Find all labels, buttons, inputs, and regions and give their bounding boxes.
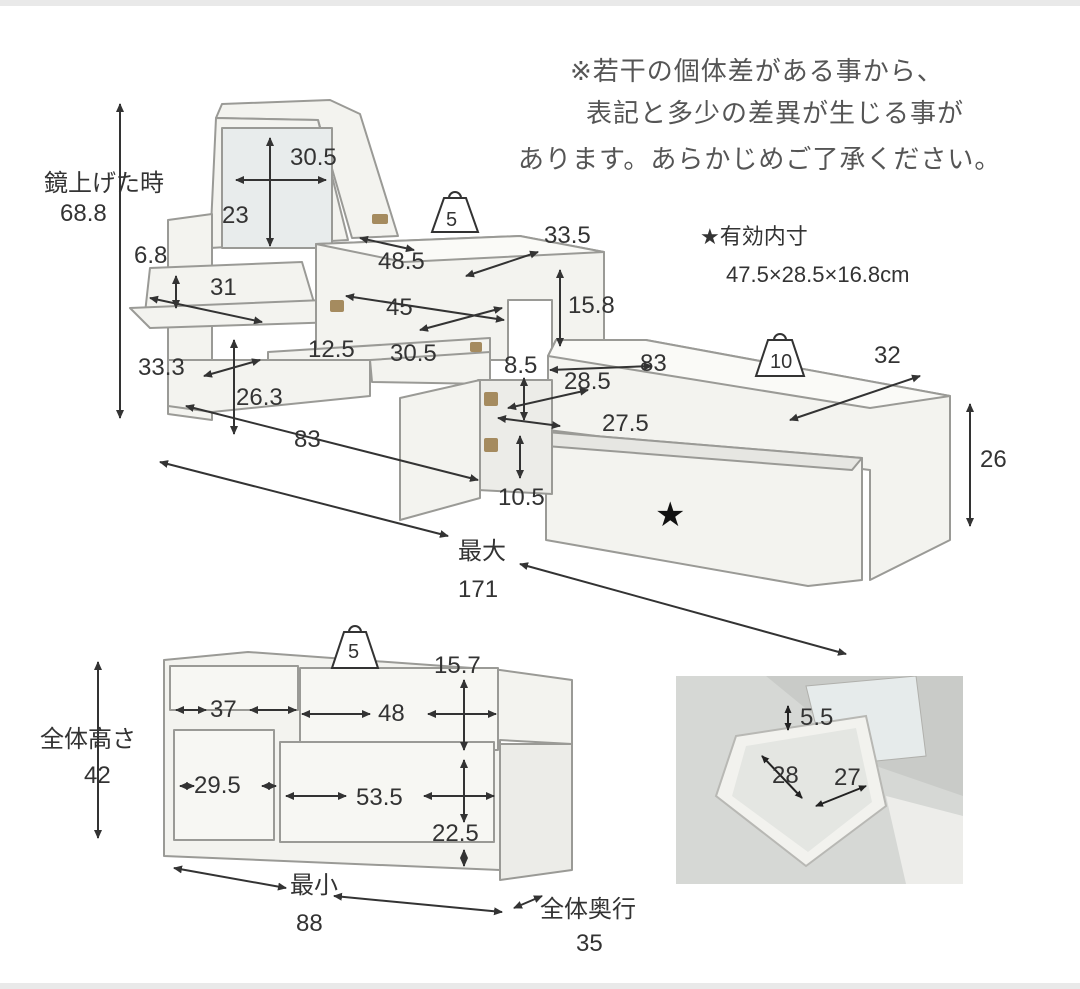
dim-10-5: 10.5 <box>498 484 545 511</box>
overall-height-label: 全体高さ <box>40 726 136 753</box>
max-length-label: 最大 <box>458 538 506 565</box>
note-line-1: ※若干の個体差がある事から、 <box>570 56 944 86</box>
bottom-border <box>0 983 1080 989</box>
dim-28-5: 28.5 <box>564 368 611 395</box>
dim-15-7: 15.7 <box>434 652 481 679</box>
dim-mirror-width: 30.5 <box>290 144 337 171</box>
min-length-value: 88 <box>296 910 323 937</box>
overall-height-value: 42 <box>84 762 111 789</box>
star-spec-size: 47.5×28.5×16.8cm <box>726 262 910 287</box>
dim-83a: 83 <box>294 426 321 453</box>
dim-33-3: 33.3 <box>138 354 185 381</box>
load-right-value: 10 <box>770 351 793 373</box>
mirror-up-label: 鏡上げた時 <box>44 170 164 197</box>
dim-48-5: 48.5 <box>378 248 425 275</box>
drawer-inset-photo: 5.5 28 27 <box>676 676 963 884</box>
bottom-load-value: 5 <box>348 641 360 663</box>
dim-83b: 83 <box>640 350 667 377</box>
note-line-2: 表記と多少の差異が生じる事が <box>586 98 965 128</box>
dim-mirror-height: 23 <box>222 202 249 229</box>
dim-27: 27 <box>834 764 861 791</box>
load-badge-group <box>330 191 806 669</box>
load-badge-bottom <box>330 631 380 669</box>
dim-22-5: 22.5 <box>432 820 479 847</box>
dim-48: 48 <box>378 700 405 727</box>
top-border <box>0 0 1080 6</box>
dim-26: 26 <box>980 446 1007 473</box>
star-icon: ★ <box>655 496 686 534</box>
mirror-up-value: 68.8 <box>60 200 107 227</box>
note-line-3: あります。あらかじめご了承ください。 <box>518 144 1002 174</box>
dim-8-5: 8.5 <box>504 352 538 379</box>
dim-29-5: 29.5 <box>194 772 241 799</box>
dim-32: 32 <box>874 342 901 369</box>
mirror-glass <box>221 127 333 249</box>
load-left-value: 5 <box>446 209 458 231</box>
overall-depth-value: 35 <box>576 930 603 957</box>
dim-28: 28 <box>772 762 799 789</box>
open-door <box>399 379 481 521</box>
dim-45: 45 <box>386 294 413 321</box>
load-badge-left <box>430 197 480 233</box>
dim-15-8: 15.8 <box>568 292 615 319</box>
dim-31: 31 <box>210 274 237 301</box>
load-badge-right <box>754 339 806 377</box>
dim-53-5: 53.5 <box>356 784 403 811</box>
dim-5-5: 5.5 <box>800 704 834 731</box>
dim-27-5: 27.5 <box>602 410 649 437</box>
max-length-value: 171 <box>458 576 499 603</box>
dim-6-8: 6.8 <box>134 242 168 269</box>
dim-26-3: 26.3 <box>236 384 283 411</box>
dim-12-5: 12.5 <box>308 336 355 363</box>
dim-30-5b: 30.5 <box>390 340 437 367</box>
dim-33-5: 33.5 <box>544 222 591 249</box>
overall-depth-label: 全体奥行 <box>540 896 636 923</box>
min-length-label: 最小 <box>290 872 338 899</box>
dim-37: 37 <box>210 696 237 723</box>
drawer-inset-drawing <box>676 676 963 884</box>
star-spec-label: ★有効内寸 <box>700 224 808 249</box>
